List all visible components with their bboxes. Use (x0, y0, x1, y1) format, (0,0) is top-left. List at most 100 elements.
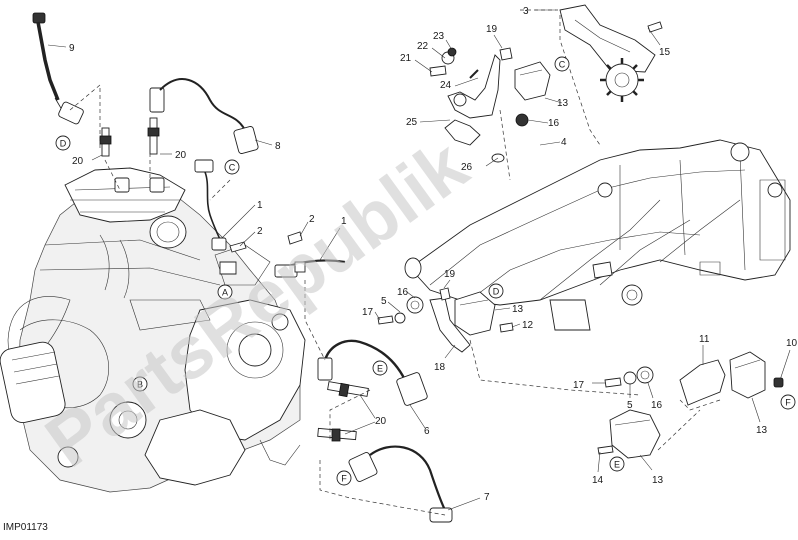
ref-label-c-right: C (559, 60, 566, 70)
part-7-lead (348, 445, 453, 523)
part-20-spark-plug-upper (99, 117, 160, 157)
callout-8: 8 (275, 141, 281, 152)
ref-label-a: A (222, 288, 228, 298)
part-9-lead (32, 12, 101, 150)
part-13-coil-right (729, 351, 766, 399)
callout-16-upper: 16 (548, 118, 560, 129)
callout-6: 6 (424, 426, 430, 437)
callout-7: 7 (484, 492, 490, 503)
callout-2-upper: 2 (309, 214, 315, 225)
callout-22: 22 (417, 41, 429, 52)
callout-25: 25 (406, 117, 418, 128)
part-17-screw-lower (604, 377, 622, 388)
ref-marker-f-lower (336, 470, 352, 486)
part-20-spark-plug-lower (317, 381, 369, 442)
part-21-bolt (429, 65, 447, 77)
part-8-lead (149, 78, 259, 154)
callout-20-upper-left: 20 (72, 156, 84, 167)
callout-19-middle: 19 (444, 269, 456, 280)
ref-label-e-middle: E (377, 364, 383, 374)
engine-cover-plug (149, 215, 187, 249)
frame-assembly (404, 139, 791, 331)
callout-16-middle: 16 (397, 287, 409, 298)
engine-assembly (0, 167, 306, 493)
callout-20-upper-right: 20 (175, 150, 187, 161)
callout-3: 3 (523, 6, 529, 17)
callout-26: 26 (461, 162, 473, 173)
ref-marker-d-middle (488, 283, 504, 299)
callout-12: 12 (522, 320, 534, 331)
part-16-grommet-lower (636, 366, 654, 384)
callout-15: 15 (659, 47, 671, 58)
callout-19-upper: 19 (486, 24, 498, 35)
part-23-nut (447, 47, 457, 57)
part-14-screw (597, 445, 614, 455)
part-5-washer-lower (623, 371, 637, 385)
callout-14: 14 (592, 475, 604, 486)
part-1-sensor-upper (194, 159, 227, 251)
ref-marker-a (217, 284, 233, 300)
engine-clutch-cover (0, 341, 66, 424)
callout-16-lower: 16 (651, 400, 663, 411)
part-13-coil-middle (454, 291, 496, 336)
frame-pivot (621, 284, 643, 306)
ref-marker-f-right (780, 394, 796, 410)
part-5-washer-middle (394, 312, 406, 324)
ref-marker-c-right (554, 56, 570, 72)
callout-21: 21 (400, 53, 412, 64)
part-6-lead (317, 339, 428, 406)
part-13-coil-lower (609, 409, 661, 459)
callout-10: 10 (786, 338, 798, 349)
callout-1-lower: 1 (341, 216, 347, 227)
callout-20-lower: 20 (375, 416, 387, 427)
lower-coil-cluster (597, 351, 784, 459)
ref-marker-e-middle (372, 360, 388, 376)
callout-17-lower: 17 (573, 380, 585, 391)
gear-icon (600, 58, 644, 102)
ref-label-f-right: F (785, 398, 791, 408)
ref-label-f-lower: F (341, 474, 347, 484)
callout-11: 11 (699, 334, 710, 345)
ref-label-d-upper: D (60, 139, 67, 149)
middle-coil-cluster (377, 287, 514, 353)
ref-label-e-lower: E (614, 460, 620, 470)
reference-markers: D C A B E C D F E F (55, 56, 796, 486)
part-10-nut (773, 377, 784, 388)
callout-13-right: 13 (756, 425, 768, 436)
leader-lines (47, 9, 791, 511)
part-13-coil-upper (514, 61, 551, 101)
callout-5-middle: 5 (381, 296, 387, 307)
ref-marker-d-upper (55, 135, 71, 151)
diagram-code: IMP01173 (3, 522, 48, 533)
callout-2-lower: 2 (257, 226, 263, 237)
phantom-lines (104, 109, 721, 516)
upper-bracket-cluster (429, 15, 601, 163)
callout-18: 18 (434, 362, 446, 373)
ref-label-c-upper: C (229, 163, 236, 173)
callout-1-upper: 1 (257, 200, 263, 211)
callout-4: 4 (561, 137, 567, 148)
part-11-bracket (679, 359, 726, 406)
ref-marker-b (132, 376, 148, 392)
callout-13-upper: 13 (557, 98, 569, 109)
callout-17-middle: 17 (362, 307, 374, 318)
part-16-grommet-upper (515, 113, 529, 127)
callout-numbers: 9 20 20 8 1 2 2 1 3 19 23 22 21 24 25 13… (69, 6, 798, 503)
part-17-screw-middle (377, 315, 394, 325)
callout-9: 9 (69, 43, 75, 54)
callout-23: 23 (433, 31, 445, 42)
part-18-bracket (429, 297, 471, 353)
callout-5-lower: 5 (627, 400, 633, 411)
ref-marker-e-lower (609, 456, 625, 472)
ref-label-b: B (137, 380, 143, 390)
ref-marker-c-upper (224, 159, 240, 175)
callout-13-lower: 13 (652, 475, 664, 486)
part-16-grommet-middle (406, 296, 424, 314)
ref-label-d-middle: D (493, 287, 500, 297)
part-12-screw (499, 322, 514, 333)
callout-24: 24 (440, 80, 452, 91)
callout-13-middle: 13 (512, 304, 524, 315)
part-1-sensor-lower (274, 259, 346, 278)
